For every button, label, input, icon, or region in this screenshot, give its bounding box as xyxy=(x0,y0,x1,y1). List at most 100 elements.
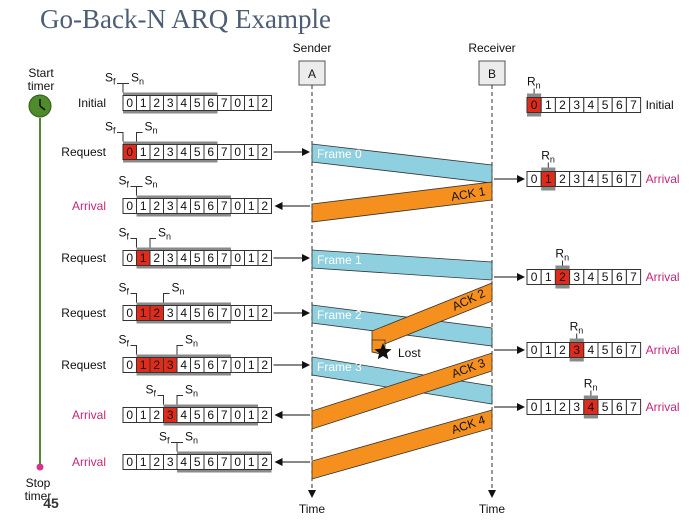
seq-number: 1 xyxy=(140,199,147,213)
rx-seq-number: 4 xyxy=(588,172,595,186)
sn-pointer xyxy=(176,442,183,452)
frame-label: Frame 0 xyxy=(317,147,362,161)
frame-label: Frame 3 xyxy=(317,360,362,374)
rn-label: Rn xyxy=(555,247,569,263)
seq-number: 1 xyxy=(248,408,255,422)
seq-number: 2 xyxy=(261,251,268,265)
seq-cell xyxy=(257,198,272,214)
seq-number: 4 xyxy=(180,199,187,213)
seq-number: 7 xyxy=(221,145,228,159)
sf-label: Sf xyxy=(159,430,170,446)
seq-number: 6 xyxy=(207,96,214,110)
sender-event-label-request: Request xyxy=(61,358,106,372)
sn-pointer xyxy=(176,395,183,405)
seq-number: 2 xyxy=(153,199,160,213)
seq-number: 5 xyxy=(194,306,201,320)
seq-cell xyxy=(257,144,272,160)
lost-star-icon xyxy=(374,343,392,360)
sender-time-label: Time xyxy=(299,502,326,516)
seq-cell xyxy=(257,305,272,321)
seq-number: 2 xyxy=(153,96,160,110)
seq-number: 3 xyxy=(167,306,174,320)
clock-hand-icon xyxy=(39,105,46,111)
sf-label: Sf xyxy=(119,281,130,297)
sn-pointer xyxy=(136,186,143,196)
sender-event-label-arrival: Arrival xyxy=(72,408,106,422)
rx-seq-number: 4 xyxy=(588,400,595,414)
receiver-label: Receiver xyxy=(468,41,515,55)
sf-pointer xyxy=(117,132,124,142)
seq-number: 0 xyxy=(126,306,133,320)
sf-pointer xyxy=(157,395,164,405)
rn-label: Rn xyxy=(584,377,598,393)
sf-pointer xyxy=(171,442,178,452)
rx-seq-cell xyxy=(625,97,642,113)
rx-seq-cell xyxy=(625,171,642,187)
sn-label: Sn xyxy=(185,383,198,399)
seq-cell xyxy=(257,357,272,373)
seq-number: 0 xyxy=(126,96,133,110)
seq-number: 6 xyxy=(207,306,214,320)
seq-number: 6 xyxy=(207,408,214,422)
seq-cell xyxy=(257,454,272,470)
rx-seq-number: 2 xyxy=(559,172,566,186)
sf-label: Sf xyxy=(146,383,157,399)
rx-seq-number: 6 xyxy=(616,343,623,357)
rx-seq-number: 7 xyxy=(630,400,637,414)
seq-number: 3 xyxy=(167,455,174,469)
seq-number: 2 xyxy=(153,408,160,422)
seq-number: 4 xyxy=(180,455,187,469)
seq-number: 1 xyxy=(248,96,255,110)
rx-seq-number: 3 xyxy=(573,400,580,414)
seq-number: 3 xyxy=(167,145,174,159)
rx-seq-number: 0 xyxy=(531,270,538,284)
ack-band xyxy=(311,181,493,223)
seq-number: 0 xyxy=(126,408,133,422)
frame-band xyxy=(311,249,493,281)
seq-number: 0 xyxy=(126,358,133,372)
seq-number: 1 xyxy=(140,306,147,320)
sn-label: Sn xyxy=(131,71,144,87)
seq-number: 0 xyxy=(234,306,241,320)
sf-pointer xyxy=(130,186,137,196)
seq-number: 2 xyxy=(261,199,268,213)
sender-box-letter: A xyxy=(308,67,316,81)
rx-seq-number: 6 xyxy=(616,270,623,284)
receiver-event-label: Initial xyxy=(646,98,674,112)
sender-event-label-initial: Initial xyxy=(78,96,106,110)
start-timer-label-line2: timer xyxy=(28,79,55,93)
seq-number: 2 xyxy=(153,358,160,372)
seq-number: 2 xyxy=(153,455,160,469)
sender-event-label-arrival: Arrival xyxy=(72,455,106,469)
seq-cell xyxy=(257,407,272,423)
seq-number: 0 xyxy=(234,455,241,469)
sn-pointer xyxy=(163,293,170,303)
rx-seq-number: 3 xyxy=(573,98,580,112)
seq-number: 1 xyxy=(140,96,147,110)
sender-event-label-request: Request xyxy=(61,306,106,320)
seq-number: 1 xyxy=(248,199,255,213)
sn-label: Sn xyxy=(145,120,158,136)
sf-pointer xyxy=(130,238,137,248)
seq-number: 2 xyxy=(261,145,268,159)
seq-cell xyxy=(257,250,272,266)
rx-seq-number: 7 xyxy=(630,98,637,112)
seq-number: 3 xyxy=(167,96,174,110)
sn-label: Sn xyxy=(145,174,158,190)
rx-seq-number: 5 xyxy=(602,172,609,186)
rx-seq-number: 0 xyxy=(531,343,538,357)
seq-number: 0 xyxy=(126,251,133,265)
seq-number: 7 xyxy=(221,408,228,422)
rx-seq-number: 5 xyxy=(602,98,609,112)
sn-label: Sn xyxy=(185,333,198,349)
seq-number: 5 xyxy=(194,358,201,372)
seq-number: 0 xyxy=(234,145,241,159)
rx-seq-number: 1 xyxy=(545,172,552,186)
receiver-event-label: Arrival xyxy=(646,400,680,414)
sender-event-label-request: Request xyxy=(61,145,106,159)
seq-number: 6 xyxy=(207,145,214,159)
rx-seq-cell xyxy=(625,269,642,285)
seq-number: 5 xyxy=(194,408,201,422)
rx-seq-number: 6 xyxy=(616,98,623,112)
rx-seq-number: 6 xyxy=(616,400,623,414)
